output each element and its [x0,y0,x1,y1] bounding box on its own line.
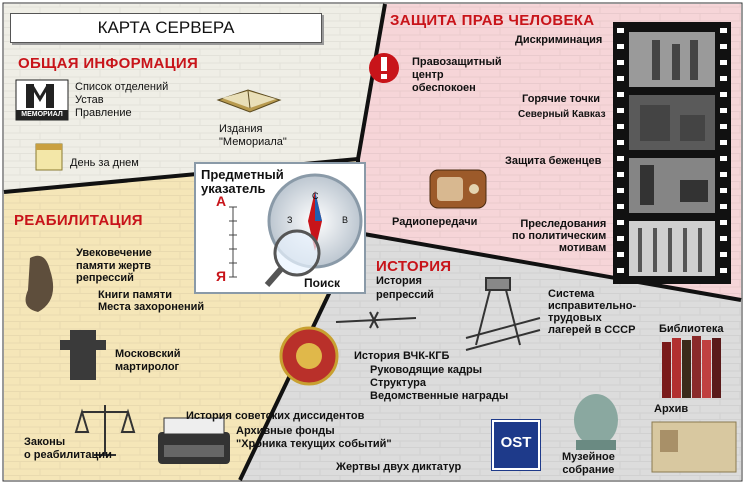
burial-places-link[interactable]: Места захоронений [98,301,205,313]
library-link[interactable]: Библиотека [659,323,724,335]
alert-icon [369,53,399,83]
scales-icon [74,405,136,456]
dissidents-link[interactable]: История советских диссидентов [186,410,365,422]
human-rights-heading[interactable]: ЗАЩИТА ПРАВ ЧЕЛОВЕКА [390,12,595,29]
memory-books-link[interactable]: Книги памяти [98,289,172,301]
index-letter-a: А [216,193,227,209]
structure-link[interactable]: Структура [370,377,426,389]
awards-link[interactable]: Ведомственные награды [370,390,509,402]
refugees-link[interactable]: Защита беженцев [505,155,602,167]
moscow-martyrology-link[interactable]: Московский мартиролог [115,348,181,373]
victims-link[interactable]: Жертвы двух диктатур [336,461,462,473]
hrc-link[interactable]: Правозащитный центр обеспокоен [412,56,502,94]
radio-link[interactable]: Радиопередачи [392,216,478,228]
sculpture-icon [25,255,54,312]
film-strip-icon [613,22,731,284]
barbed-wire-icon [335,311,417,329]
charter-link[interactable]: Устав [75,94,104,106]
archive-funds-link[interactable]: Архивные фонды "Хроника текущих событий" [236,425,392,450]
north-caucasus-link[interactable]: Северный Кавказ [518,109,606,120]
index-panel [194,162,366,294]
memorial-logo-text: МЕМОРИАЛ [21,111,63,118]
discrimination-link[interactable]: Дискриминация [515,34,603,46]
calendar-icon [35,143,63,171]
publications-link[interactable]: Издания "Мемориала" [219,123,287,148]
ost-label: OST [500,434,532,451]
repressions-link[interactable]: История репрессий [376,275,434,302]
museum-link[interactable]: Музейное собрание [562,451,615,476]
rehab-laws-link[interactable]: Законы о реабилитации [24,436,112,461]
gulag-link[interactable]: Система исправительно- трудовых лагерей … [548,288,637,337]
cheka-kgb-link[interactable]: История ВЧК-КГБ [354,350,450,362]
departments-link[interactable]: Список отделений [75,81,169,93]
index-letter-ya: Я [216,268,227,284]
memorial-stone-icon [60,330,106,380]
rehabilitation-heading[interactable]: РЕАБИЛИТАЦИЯ [14,212,143,229]
award-badge-icon [279,326,339,386]
memorial-logo-icon [15,79,69,121]
board-link[interactable]: Правление [75,107,132,119]
memorial-logo[interactable]: МЕМОРИАЛ [16,80,68,120]
general-info-heading[interactable]: ОБЩАЯ ИНФОРМАЦИЯ [18,55,199,72]
subject-index-link[interactable]: Предметный указатель [201,167,284,196]
library-books-icon [662,336,721,398]
compass-east-label: В [342,215,349,225]
archive-documents-icon [651,421,737,473]
page-title: КАРТА СЕРВЕРА [10,13,322,43]
ost-badge[interactable]: OST [491,419,541,471]
museum-head-icon [574,394,618,450]
watchtower-icon [465,277,541,351]
archive-link[interactable]: Архив [654,403,689,415]
search-link[interactable]: Поиск [304,276,341,290]
persecution-link[interactable]: Преследования по политическим мотивам [512,218,607,254]
compass-west-label: З [287,215,293,225]
leaders-link[interactable]: Руководящие кадры [370,364,483,376]
typewriter-icon [158,417,230,464]
history-heading[interactable]: ИСТОРИЯ [376,258,452,275]
compass-north-label: С [312,191,319,201]
book-icon [216,89,282,113]
hot-spots-link[interactable]: Горячие точки [522,93,601,105]
memory-link[interactable]: Увековечение памяти жертв репрессий [76,247,152,285]
radio-icon [429,169,487,209]
day-by-day-link[interactable]: День за днем [70,157,139,169]
